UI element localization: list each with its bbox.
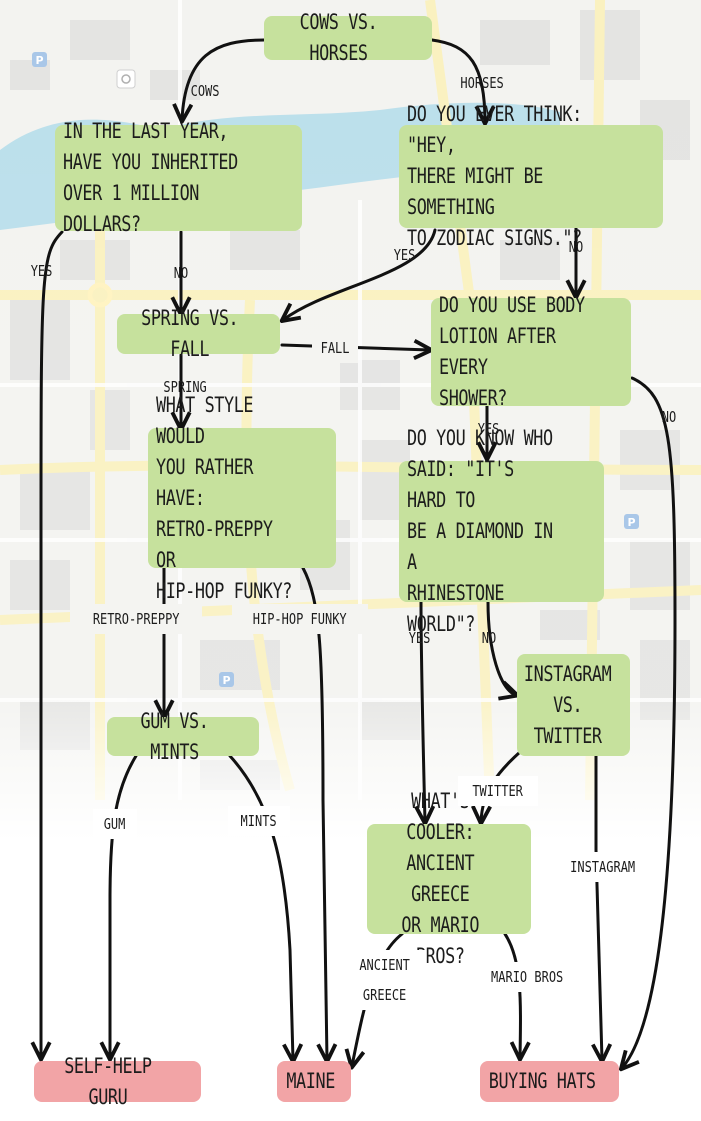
label-zodiac-no: No xyxy=(558,232,594,262)
node-text: Do you ever think: "Hey, there might be … xyxy=(407,102,582,250)
arrow-diamond-yes xyxy=(421,600,425,822)
arrow-gum xyxy=(110,754,138,1058)
result-self-help-guru: Self-help guru xyxy=(34,1054,201,1109)
label-text: Gum xyxy=(104,815,126,833)
node-text: What's cooler: Ancient Greece or Mario B… xyxy=(400,789,479,968)
arrow-cows xyxy=(182,38,266,120)
label-twitter: Twitter xyxy=(458,776,538,806)
label-text: No xyxy=(173,264,189,282)
parking-icon: P xyxy=(32,52,47,67)
label-gum: Gum xyxy=(93,809,137,839)
node-text: Instagram vs. Twitter xyxy=(523,661,612,748)
label-ancient-greece: Ancient Greece xyxy=(344,950,426,1010)
label-instagram: Instagram xyxy=(550,852,656,882)
node-zodiac: Do you ever think: "Hey, there might be … xyxy=(399,102,663,250)
node-inherited: In the last year, have you inherited ove… xyxy=(55,119,302,236)
node-instagram-vs-twitter: Instagram vs. Twitter xyxy=(517,654,630,756)
result-buying-hats: Buying hats xyxy=(480,1061,619,1102)
label-horses: Horses xyxy=(450,68,515,98)
arrow-mario-bros xyxy=(503,932,520,1058)
arrow-diamond-no xyxy=(486,600,516,695)
label-text: Yes xyxy=(409,629,431,647)
result-text: Maine xyxy=(286,1069,335,1093)
location-icon xyxy=(116,69,136,89)
arrow-lotion-no xyxy=(622,376,677,1068)
label-text: Ancient Greece xyxy=(359,956,411,1004)
parking-icon: P xyxy=(219,672,234,687)
node-lotion: Do you use body lotion after every showe… xyxy=(431,293,631,410)
node-text: Cows vs. Horses xyxy=(299,10,378,65)
node-style: What style would you rather have: retro-… xyxy=(148,393,336,603)
label-lotion-no: No xyxy=(652,402,686,432)
label-mario-bros: Mario Bros xyxy=(475,962,579,992)
label-text: Cows xyxy=(190,82,220,100)
arrow-mints xyxy=(228,754,293,1060)
arrow-inherit-yes xyxy=(41,230,64,1058)
label-text: Yes xyxy=(31,262,53,280)
result-maine: Maine xyxy=(277,1061,351,1102)
label-text: Spring xyxy=(163,378,207,396)
svg-text:P: P xyxy=(627,516,635,529)
label-text: Instagram xyxy=(570,858,636,876)
svg-text:P: P xyxy=(222,674,230,687)
node-text: Spring vs. Fall xyxy=(140,306,239,361)
label-text: Yes xyxy=(394,246,416,264)
label-spring: Spring xyxy=(152,372,218,402)
label-cows: Cows xyxy=(180,76,230,106)
node-text: Do you know who said: "It's hard to be a… xyxy=(407,426,553,636)
node-text: Do you use body lotion after every showe… xyxy=(439,293,585,410)
svg-text:P: P xyxy=(35,54,43,67)
label-text: Mario Bros xyxy=(490,968,564,986)
label-text: Retro-preppy xyxy=(92,610,180,628)
arrow-hip-hop-funky xyxy=(301,566,327,1060)
label-hip-hop-funky: Hip-hop funky xyxy=(232,604,368,634)
node-text: In the last year, have you inherited ove… xyxy=(63,119,238,236)
label-diamond-yes: Yes xyxy=(400,623,440,653)
node-text: Gum vs. Mints xyxy=(140,708,209,764)
node-cows-vs-horses: Cows vs. Horses xyxy=(264,10,432,65)
label-text: No xyxy=(661,408,677,426)
label-retro-preppy: Retro-preppy xyxy=(70,604,202,634)
node-diamond: Do you know who said: "It's hard to be a… xyxy=(399,426,604,636)
label-text: No xyxy=(568,238,584,256)
label-zodiac-yes: Yes xyxy=(385,240,425,270)
result-text: Self-help guru xyxy=(64,1053,152,1109)
parking-icon: P xyxy=(624,514,639,529)
label-inherit-yes: Yes xyxy=(24,256,60,286)
label-text: Twitter xyxy=(472,782,524,800)
arrow-zodiac-yes xyxy=(283,228,437,320)
label-text: Fall xyxy=(320,339,350,357)
label-text: Hip-hop funky xyxy=(253,610,347,628)
label-text: No xyxy=(481,629,497,647)
label-mints: Mints xyxy=(228,806,290,836)
node-gum-vs-mints: Gum vs. Mints xyxy=(107,709,259,764)
arrow-instagram xyxy=(596,754,602,1060)
node-text: What style would you rather have: retro-… xyxy=(156,392,293,603)
label-diamond-no: No xyxy=(472,623,506,653)
node-spring-vs-fall: Spring vs. Fall xyxy=(117,306,280,361)
result-text: Buying hats xyxy=(488,1069,596,1093)
label-text: Horses xyxy=(460,74,505,92)
label-lotion-yes: Yes xyxy=(469,414,509,444)
node-greece-mario: What's cooler: Ancient Greece or Mario B… xyxy=(367,789,531,968)
label-inherit-no: No xyxy=(163,258,199,288)
arrow-horses xyxy=(430,38,485,122)
label-text: Mints xyxy=(240,812,278,830)
label-text: Yes xyxy=(478,420,500,438)
label-fall: Fall xyxy=(312,333,358,363)
